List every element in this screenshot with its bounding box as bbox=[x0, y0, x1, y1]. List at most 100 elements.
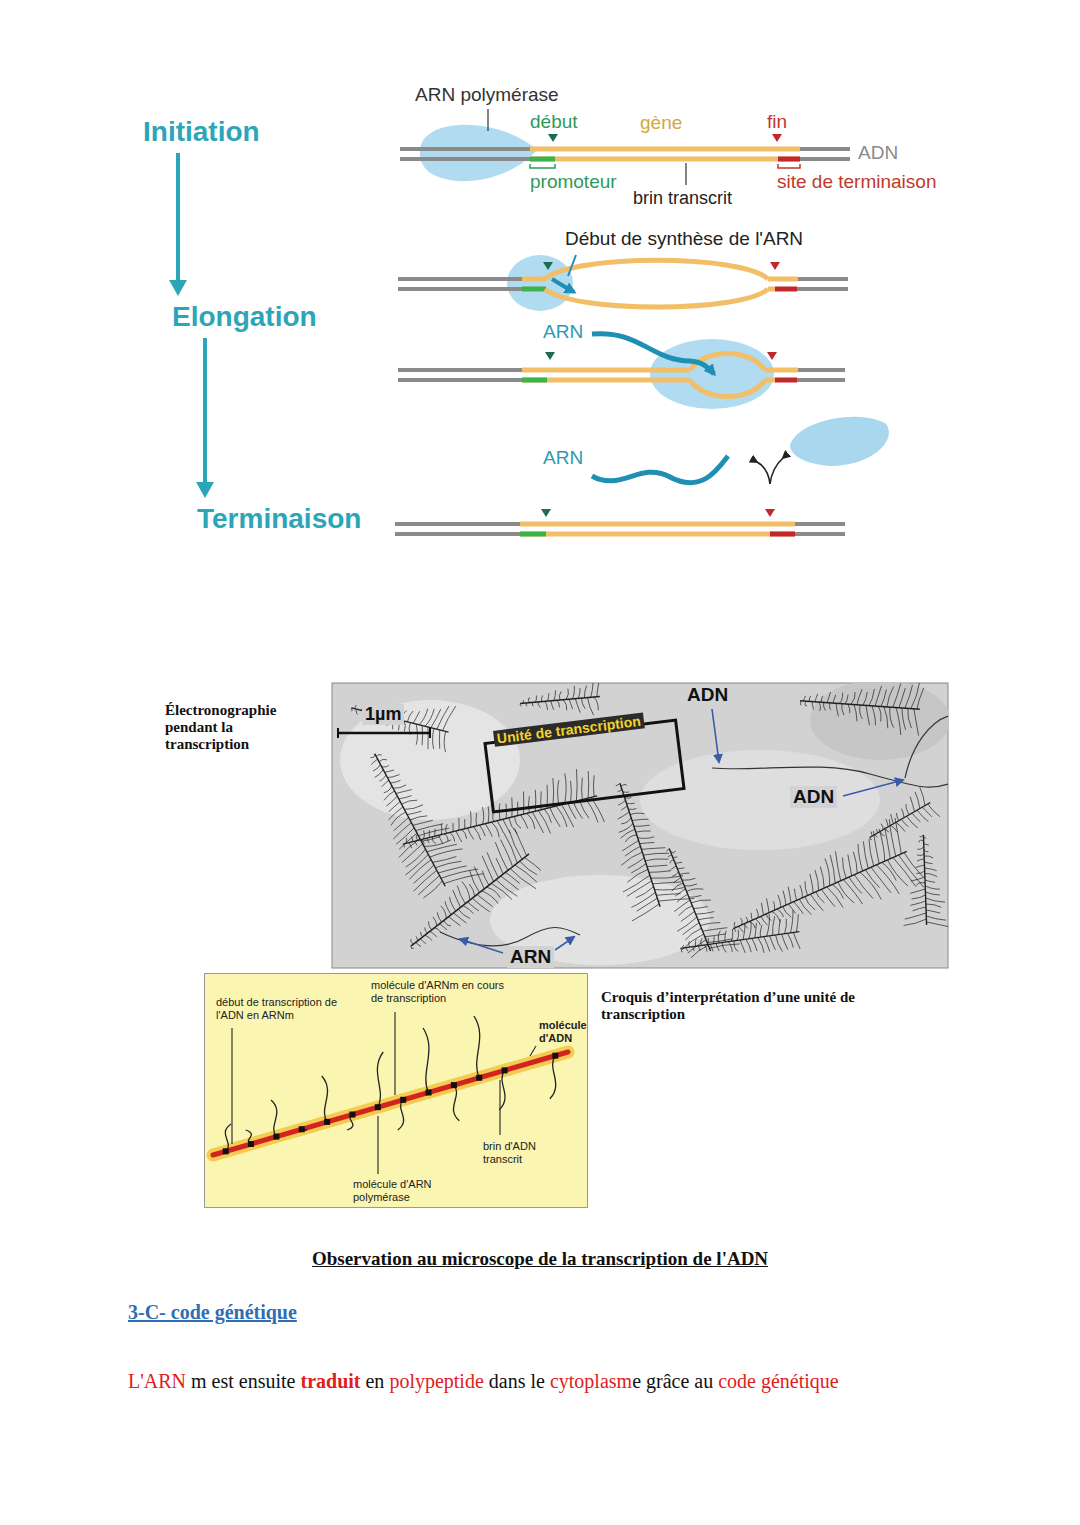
illustration-path bbox=[545, 260, 768, 279]
illustration-line bbox=[522, 368, 690, 373]
sentence-word: polypeptide bbox=[389, 1370, 483, 1393]
illustration-path bbox=[398, 1100, 404, 1130]
illustration-line bbox=[499, 1080, 500, 1135]
illustration-line bbox=[800, 147, 850, 151]
illustration-path bbox=[403, 769, 604, 848]
illustration-rect bbox=[552, 1053, 558, 1059]
illustration-line bbox=[520, 532, 546, 537]
transcription-unit-box: Unité de transcription bbox=[483, 718, 685, 813]
illustration-path bbox=[423, 1028, 429, 1093]
illustration-line bbox=[398, 368, 522, 372]
illustration-line bbox=[394, 1012, 395, 1095]
illustration-line bbox=[338, 732, 430, 735]
illustration-line bbox=[798, 277, 848, 281]
illustration-ellipse bbox=[507, 255, 573, 311]
illustration-path bbox=[474, 1016, 480, 1078]
illustration-line bbox=[530, 1046, 536, 1056]
illustration-path bbox=[778, 164, 800, 168]
illustration-path bbox=[550, 1056, 556, 1099]
synthesis-start-label: Début de synthèse de l'ARN bbox=[565, 228, 803, 250]
illustration-polygon bbox=[765, 509, 775, 517]
section-heading: 3-C- code génétique bbox=[128, 1301, 297, 1324]
illustration-path bbox=[870, 787, 940, 840]
illustration-path bbox=[420, 125, 537, 181]
sentence-word: dans le bbox=[489, 1370, 545, 1393]
figure-caption: Observation au microscope de la transcri… bbox=[312, 1248, 768, 1270]
illustration-polygon bbox=[548, 134, 558, 142]
illustration-line bbox=[487, 109, 488, 131]
sketch-label: molécule d'ARNm en cours de transcriptio… bbox=[371, 979, 506, 1005]
illustration-line bbox=[400, 147, 530, 151]
illustration-path bbox=[322, 1076, 328, 1122]
stage-title: Elongation bbox=[172, 301, 317, 333]
illustration-line bbox=[530, 157, 800, 162]
illustration-path bbox=[800, 683, 924, 736]
illustration-polygon bbox=[767, 352, 777, 360]
illustration-line bbox=[429, 728, 431, 738]
sketch-label: molécule d'ARN polymérase bbox=[353, 1178, 457, 1204]
arrow-head bbox=[196, 482, 214, 498]
arrow-shaft bbox=[176, 153, 180, 280]
sentence-word: m est ensuite bbox=[191, 1370, 295, 1393]
rna-label: ARN bbox=[543, 447, 583, 469]
illustration-rect bbox=[273, 1134, 279, 1140]
illustration-line bbox=[520, 522, 795, 527]
illustration-line bbox=[843, 780, 903, 796]
illustration-line bbox=[797, 378, 845, 382]
illustration-line bbox=[795, 522, 845, 526]
illustration-polygon bbox=[772, 134, 782, 142]
illustration-path bbox=[520, 683, 600, 715]
polymerase-label: ARN polymérase bbox=[415, 84, 559, 106]
illustration-line bbox=[460, 939, 503, 953]
illustration-line bbox=[555, 937, 574, 950]
dna-label: ADN bbox=[790, 786, 837, 808]
arrow-shaft bbox=[203, 338, 207, 482]
illustration-rect bbox=[502, 1067, 508, 1073]
dna-label: ADN bbox=[858, 142, 898, 164]
illustration-line bbox=[231, 1028, 232, 1144]
illustration-rect bbox=[451, 1082, 457, 1088]
rna-label: ARN bbox=[543, 321, 583, 343]
illustration-polygon bbox=[770, 262, 780, 270]
illustration-line bbox=[398, 277, 522, 281]
rna-feathers bbox=[351, 683, 948, 958]
illustration-polygon bbox=[541, 509, 551, 517]
illustration-line bbox=[530, 147, 800, 152]
illustration-line bbox=[522, 277, 546, 282]
illustration-path bbox=[530, 164, 555, 168]
illustration-line bbox=[522, 378, 547, 383]
illustration-line bbox=[765, 378, 775, 383]
illustration-line bbox=[800, 157, 850, 161]
sentence-word: en bbox=[365, 1370, 384, 1393]
illustration-line bbox=[213, 1052, 568, 1155]
terminator-label: site de terminaison bbox=[777, 171, 936, 193]
illustration-path bbox=[616, 783, 695, 921]
illustration-path bbox=[905, 716, 948, 778]
sentence-word: L'ARN bbox=[128, 1370, 186, 1393]
illustration-path bbox=[592, 456, 728, 483]
illustration-line bbox=[797, 287, 848, 291]
stage-heading: Elongation bbox=[172, 301, 317, 333]
illustration-line bbox=[395, 522, 520, 526]
illustration-line bbox=[337, 728, 339, 738]
illustration-line bbox=[768, 277, 798, 282]
illustration-line bbox=[733, 851, 907, 928]
illustration-rect bbox=[299, 1126, 305, 1132]
illustration-line bbox=[768, 287, 775, 292]
illustration-path bbox=[712, 767, 948, 787]
start-label: début bbox=[530, 111, 578, 133]
illustration-line bbox=[377, 1116, 378, 1174]
micrograph bbox=[332, 677, 952, 968]
illustration-ellipse bbox=[640, 750, 880, 850]
illustration-path bbox=[552, 279, 574, 292]
stage-arrow bbox=[169, 153, 187, 296]
row-elongation-start bbox=[398, 255, 848, 311]
illustration-rect bbox=[223, 1148, 229, 1154]
micrograph-title: Électronographie pendant la transcriptio… bbox=[165, 702, 310, 753]
stage-title: Initiation bbox=[143, 116, 260, 148]
illustration-line bbox=[685, 163, 686, 185]
illustration-path bbox=[690, 380, 765, 397]
illustration-polygon bbox=[545, 352, 555, 360]
stage-title: Terminaison bbox=[197, 503, 361, 535]
